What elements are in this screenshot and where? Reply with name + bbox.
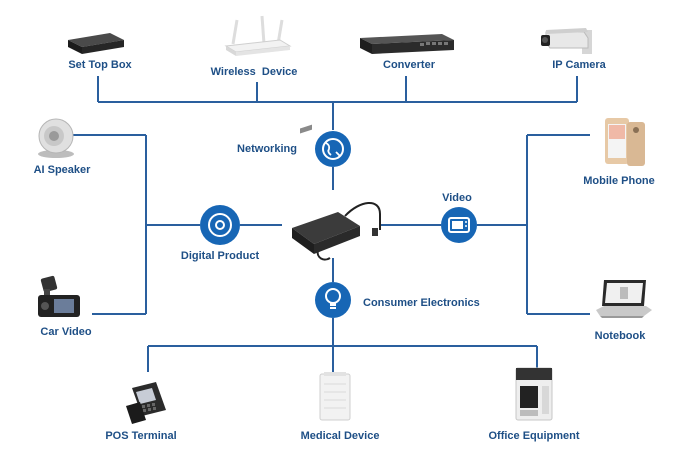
set-top-box-icon [68, 33, 124, 54]
label-notebook: Notebook [594, 330, 646, 342]
laptop-icon [596, 280, 652, 318]
car-video-icon [38, 275, 80, 317]
label-ip-camera: IP Camera [552, 59, 606, 71]
wifi-router-icon [224, 15, 292, 56]
label-set-top-box: Set Top Box [68, 59, 132, 71]
ip-camera-icon [541, 28, 592, 54]
label-consumer-electronics: Consumer Electronics [363, 297, 480, 309]
label-digital-product: Digital Product [180, 250, 260, 262]
air-purifier-icon [319, 372, 351, 421]
hub-networking [315, 131, 351, 167]
label-car-video: Car Video [40, 326, 92, 338]
pos-terminal-icon [126, 382, 166, 424]
hub-video [441, 207, 477, 243]
power-adapter-icon [292, 124, 381, 261]
smart-speaker-icon [38, 118, 74, 158]
hub-digital-product [200, 205, 240, 245]
label-medical-device: Medical Device [300, 430, 380, 442]
label-office-equipment: Office Equipment [488, 430, 580, 442]
label-wireless-device: Wireless Device [210, 66, 298, 78]
label-ai-speaker: AI Speaker [33, 164, 91, 176]
label-networking: Networking [237, 143, 297, 155]
smartphone-icon [605, 118, 645, 166]
label-pos-terminal: POS Terminal [105, 430, 177, 442]
shredder-icon [515, 367, 553, 421]
hub-consumer-electronics [315, 282, 351, 318]
connector-lines [70, 76, 590, 372]
label-converter: Converter [383, 59, 435, 71]
label-video: Video [442, 192, 472, 204]
label-mobile-phone: Mobile Phone [583, 175, 655, 187]
network-switch-icon [360, 34, 454, 54]
